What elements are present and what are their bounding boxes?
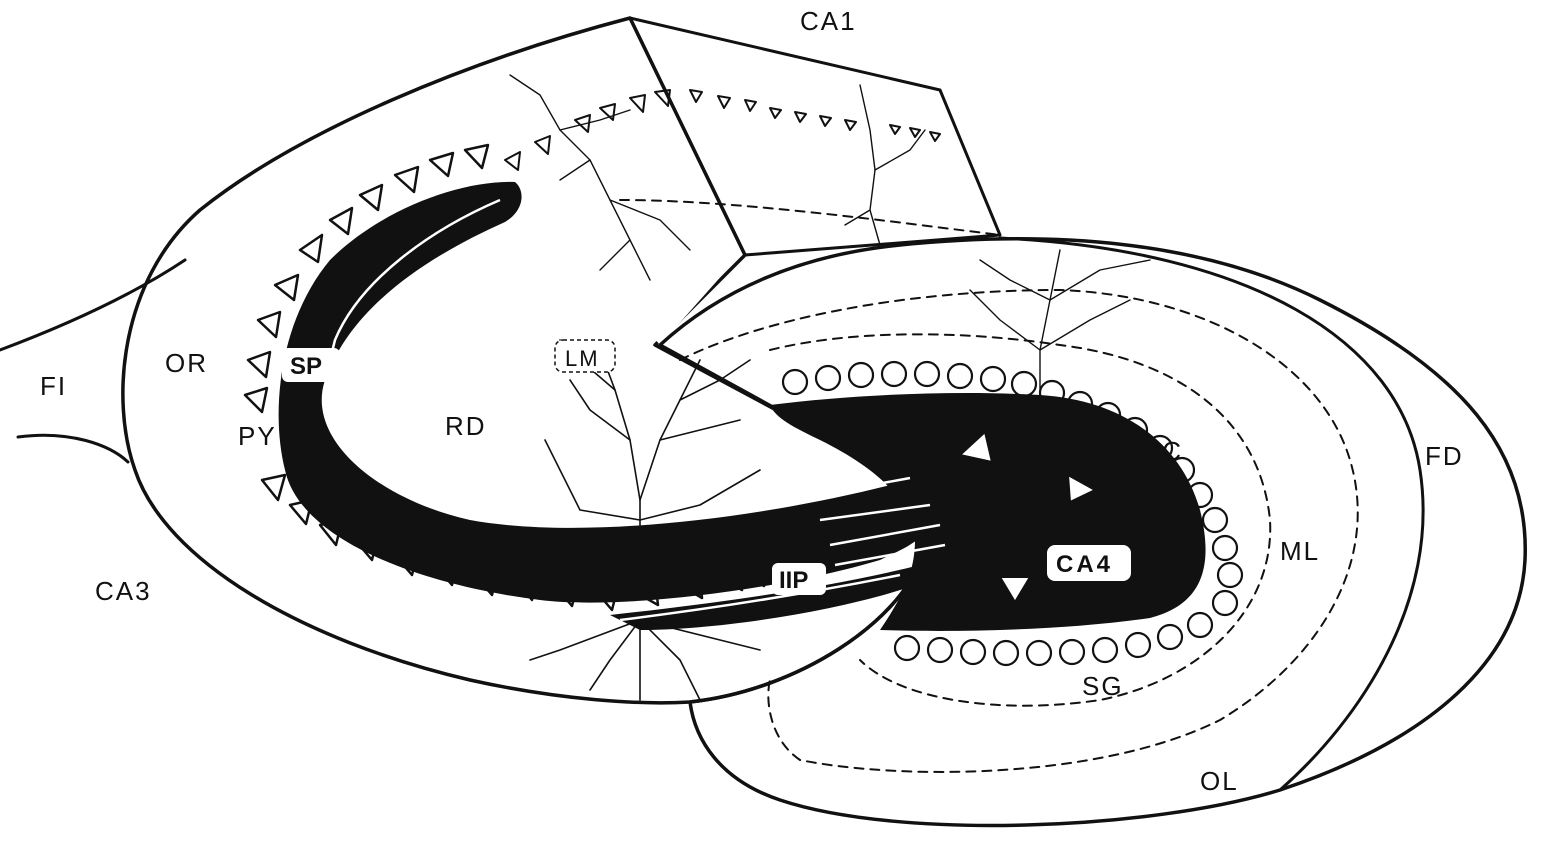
label-sp: SP xyxy=(290,353,322,380)
ca1-dashed-line xyxy=(619,199,1001,236)
sp-fiber-1 xyxy=(329,198,911,518)
label-ol: OL xyxy=(1200,766,1239,796)
label-ml: ML xyxy=(1280,536,1320,566)
ca1-field xyxy=(470,25,740,345)
hilar-cell-1 xyxy=(957,430,994,464)
hilar-cell-2 xyxy=(1066,473,1098,504)
label-fi: FI xyxy=(40,371,67,401)
dentate-gyrus-outline xyxy=(658,237,1527,828)
sp-fiber-2 xyxy=(819,503,946,567)
label-or: OR xyxy=(165,348,208,378)
label-ca4: CA4 xyxy=(1056,551,1113,578)
label-sp-box xyxy=(282,348,340,382)
label-iip-box xyxy=(772,563,826,595)
molecular-layer-boundary xyxy=(679,289,1359,773)
label-ca1: CA1 xyxy=(800,6,857,36)
hilar-cell-3 xyxy=(998,576,1032,604)
fascia-dentata-outer xyxy=(998,236,1425,792)
label-ca4-box xyxy=(1047,545,1131,581)
granule-neuron-dendrites xyxy=(959,249,1151,481)
label-lm: LM xyxy=(565,346,600,371)
stratum-pyramidale-band xyxy=(278,181,935,603)
pyramidal-cell-row xyxy=(243,143,766,612)
label-iip: IIP xyxy=(779,567,808,594)
label-fd: FD xyxy=(1425,441,1464,471)
sp-fiber-3 xyxy=(619,573,901,622)
ca1-pyramidal-cells xyxy=(504,89,941,171)
label-ca3: CA3 xyxy=(95,576,152,606)
granule-layer-boundary xyxy=(769,333,1272,707)
ca1-neuron-dendrites xyxy=(509,74,926,281)
label-gc: GC xyxy=(1140,436,1183,466)
label-lm-box xyxy=(554,339,616,373)
granule-cell-layer xyxy=(781,360,1244,667)
fimbria-outline-lower xyxy=(16,433,130,464)
label-rd: RD xyxy=(445,411,487,441)
label-sg: SG xyxy=(1082,671,1124,701)
fimbria-outline-upper xyxy=(0,258,187,352)
label-py: PY xyxy=(238,421,277,451)
